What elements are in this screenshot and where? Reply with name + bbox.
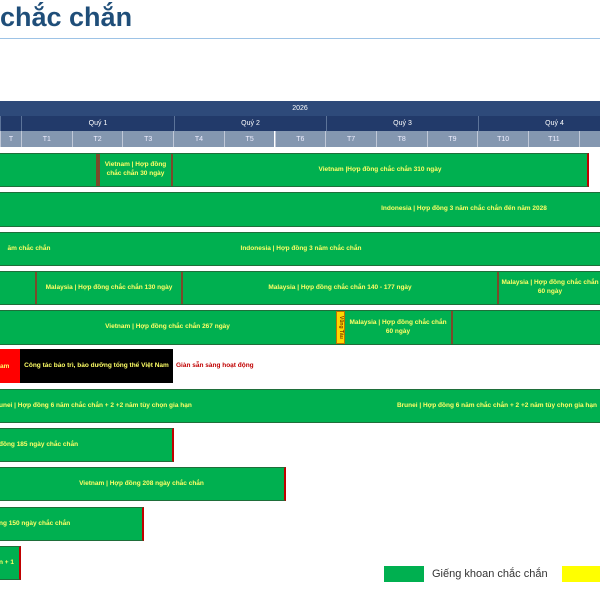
month-header: T3 [122,131,174,147]
legend-label: Giếng khoan chắc chắn [432,568,548,580]
month-header: T4 [173,131,224,147]
contract-segment: Indonesia | Hợp đồng 3 năm chắc chắn [240,244,362,252]
contract-segment: Indonesia | Hợp đồng 3 năm chắc chắn đến… [381,205,547,213]
month-header: T2 [71,131,123,147]
rig-row-8: đồng 185 ngày chắc chắn [0,428,174,462]
legend-swatch-yellow [562,566,600,582]
rig-row-11: n + 1 [0,546,21,580]
contract-segment [0,272,37,304]
contract-segment: Malaysia | Hợp đồng chắc chắn 60 ngày [345,311,453,344]
quarter-header: Quý 2 [174,116,326,131]
month-header: T10 [477,131,528,147]
title-divider [0,38,600,39]
quarter-header: Quý 1 [21,116,174,131]
contract-segment: Malaysia | Hợp đồng chắc chắn 60 ngày [501,279,599,295]
month-header: T1 [21,131,72,147]
month-header: T [0,131,21,147]
contract-label: đồng 185 ngày chắc chắn [0,440,79,448]
month-header-next [578,131,600,147]
month-header: T6 [274,131,326,147]
contract-segment [0,154,98,186]
rig-row-9: Vietnam | Hợp đồng 208 ngày chắc chắn [0,467,286,501]
legend-option [562,566,600,582]
contract-label: unei | Hợp đồng 6 năm chắc chắn + 2 +2 n… [0,401,192,409]
rig-row-5: Vietnam | Hợp đồng chắc chắn 267 ngày Vũ… [0,310,600,345]
rig-row-1: Vietnam | Hợp đồng chắc chắn 30 ngày Vie… [0,153,589,187]
option-tag: Vũng Tàu [336,311,345,344]
maintenance-block: Công tác bảo trì, bảo dưỡng tổng thể Việ… [20,349,173,383]
month-header: T5 [223,131,275,147]
rig-row-10: ng 150 ngày chắc chắn [0,507,144,541]
quarter-header-prev [0,116,21,131]
rig-row-3: ăm chắc chắn Indonesia | Hợp đồng 3 năm … [0,232,600,266]
rig-row-2: Indonesia | Hợp đồng 3 năm chắc chắn đến… [0,192,600,227]
month-header: T9 [426,131,478,147]
contract-label: Vietnam | Hợp đồng 208 ngày chắc chắn [79,479,204,487]
rig-row-7: unei | Hợp đồng 6 năm chắc chắn + 2 +2 n… [0,389,600,423]
page-title: chắc chắn [0,2,133,32]
contract-label: Brunei | Hợp đồng 6 năm chắc chắn + 2 +2… [396,401,597,409]
contract-segment: Malaysia | Hợp đồng chắc chắn 140 - 177 … [183,272,499,304]
contract-segment: Malaysia | Hợp đồng chắc chắn 130 ngày [37,272,183,304]
month-header: T11 [528,131,579,147]
quarter-header: Quý 4 [478,116,600,131]
contract-segment: Vietnam | Hợp đồng chắc chắn 267 ngày [105,323,230,331]
rig-row-4: Malaysia | Hợp đồng chắc chắn 130 ngày M… [0,271,600,305]
month-header: T7 [325,131,376,147]
year-header: 2026 [0,101,600,116]
ready-label: Giàn sẵn sàng hoạt động [176,362,254,369]
legend-firm: Giếng khoan chắc chắn [384,566,548,582]
contract-label: n + 1 [0,558,14,566]
legend-swatch-green [384,566,424,582]
maintenance-red-block: am [0,349,20,383]
month-header: T8 [375,131,427,147]
contract-segment: Vietnam |Hợp đồng chắc chắn 310 ngày [318,165,442,173]
quarter-header: Quý 3 [326,116,478,131]
contract-segment: Vietnam | Hợp đồng chắc chắn 30 ngày [98,154,173,186]
contract-segment: ăm chắc chắn [7,244,51,252]
contract-label: ng 150 ngày chắc chắn [0,519,71,527]
